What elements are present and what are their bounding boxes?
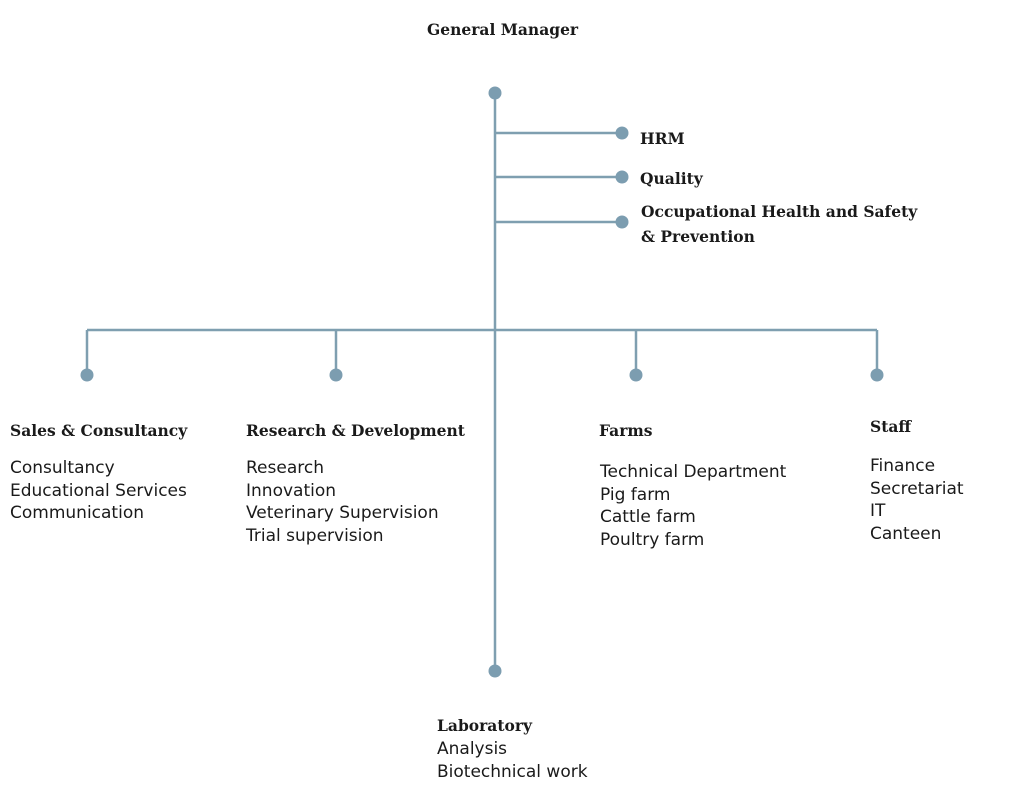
laboratory-node — [488, 664, 502, 678]
hrm-node — [615, 126, 629, 140]
ohs-label: Occupational Health and Safety & Prevent… — [641, 202, 918, 246]
quality-label: Quality — [640, 169, 703, 188]
list-item: Communication — [10, 503, 144, 523]
staff-item-list: Finance Secretariat IT Canteen — [870, 455, 964, 545]
list-item: Innovation — [246, 480, 337, 501]
general-manager-title: General Manager — [427, 20, 579, 39]
rnd-title: Research & Development — [246, 421, 465, 440]
list-item: Veterinary Supervision — [246, 503, 439, 523]
staff-title: Staff — [870, 417, 912, 436]
list-item: Finance — [870, 456, 936, 476]
list-item: Research — [246, 458, 324, 478]
farms-node — [629, 368, 643, 382]
list-item: Technical Department — [600, 462, 787, 482]
ohs-node — [615, 215, 629, 229]
list-item: Pig farm — [600, 484, 671, 505]
farms-title: Farms — [599, 421, 653, 440]
hrm-label: HRM — [640, 129, 685, 148]
staff-node — [870, 368, 884, 382]
rnd-node — [329, 368, 343, 382]
list-item: Trial supervision — [246, 525, 384, 546]
list-item: Poultry farm — [600, 529, 705, 550]
list-item: Educational Services — [10, 480, 187, 501]
list-item: IT — [870, 501, 886, 521]
sales-node — [80, 368, 94, 382]
list-item: Secretariat — [870, 478, 964, 499]
farms-item-list: Technical Department Pig farm Cattle far… — [600, 461, 786, 551]
general-manager-node — [488, 86, 502, 100]
rnd-item-list: Research Innovation Veterinary Supervisi… — [246, 457, 439, 547]
sales-item-list: Consultancy Educational Services Communi… — [10, 457, 187, 525]
list-item: Consultancy — [10, 458, 115, 478]
quality-node — [615, 170, 629, 184]
laboratory-item-list: Analysis Biotechnical work — [437, 738, 588, 783]
list-item: Analysis — [437, 739, 508, 759]
list-item: Cattle farm — [600, 507, 696, 527]
list-item: Biotechnical work — [437, 761, 588, 782]
laboratory-title: Laboratory — [437, 716, 532, 735]
list-item: Canteen — [870, 523, 942, 544]
sales-title: Sales & Consultancy — [10, 421, 188, 440]
